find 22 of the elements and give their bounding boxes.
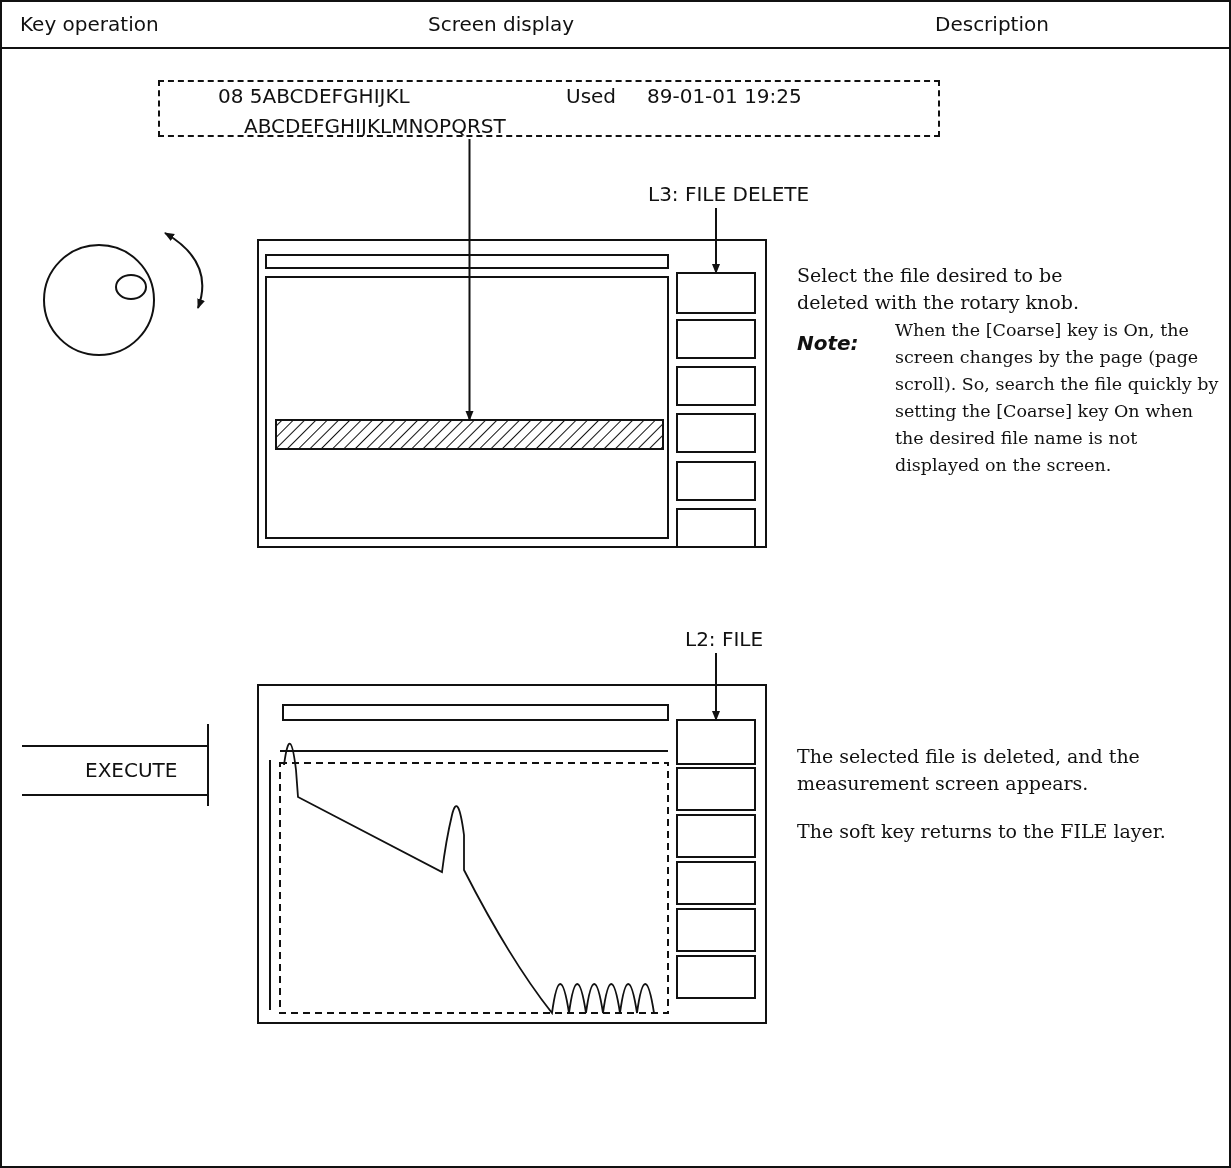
soft-key <box>676 719 756 765</box>
note-label: Note: <box>797 331 859 355</box>
column-header: Key operation <box>20 12 159 36</box>
file-status: Used <box>566 84 617 108</box>
note-text: When the [Coarse] key is On, the screen changes by the page (page scroll). So, search the file quickly by setting the [Coarse] key On when the desired file name is not displayed on the screen. <box>895 319 1220 477</box>
column-header: Screen display <box>428 12 575 36</box>
file-date: 89-01-01 19:25 <box>647 84 802 108</box>
arrow <box>712 207 720 274</box>
description-text: The soft key returns to the FILE layer. <box>797 819 1167 844</box>
highlight-bar <box>275 419 664 450</box>
description-text: The selected file is deleted, and the measurement screen appears. <box>797 744 1141 796</box>
arrow <box>465 138 474 421</box>
soft-key-label: L3: FILE DELETE <box>648 182 810 206</box>
file-entry-box <box>158 80 940 137</box>
file-name: 08 5ABCDEFGHIJKL <box>218 84 410 108</box>
description-text: Select the file desired to be deleted with the rotary knob. <box>797 263 1080 315</box>
arrow <box>712 652 720 721</box>
key-label: EXECUTE <box>85 758 178 782</box>
soft-key <box>676 272 756 314</box>
column-header: Description <box>935 12 1049 36</box>
soft-key-label: L2: FILE <box>685 627 764 651</box>
file-comment: ABCDEFGHIJKLMNOPQRST <box>244 114 506 138</box>
